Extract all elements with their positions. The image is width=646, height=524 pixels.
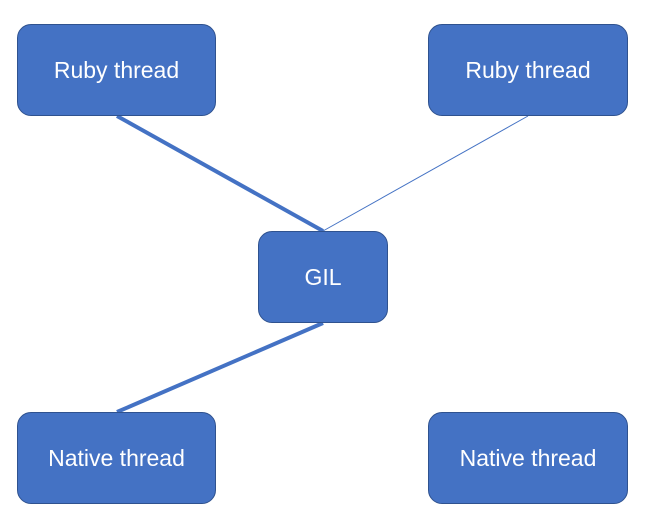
ruby-thread-label-left: Ruby thread bbox=[53, 56, 180, 83]
gil-label: GIL bbox=[304, 263, 342, 290]
native-thread-label-right: Native thread bbox=[459, 444, 597, 471]
ruby-thread-node-left: Ruby thread bbox=[17, 24, 216, 116]
native-thread-label-left: Native thread bbox=[48, 444, 185, 471]
native-thread-node-left: Native thread bbox=[17, 412, 216, 504]
connector-ruby-left-to-gil bbox=[116, 114, 324, 233]
native-thread-node-right: Native thread bbox=[428, 412, 628, 504]
connector-ruby-right-to-gil bbox=[322, 115, 529, 232]
connector-gil-to-native-left bbox=[116, 321, 324, 414]
ruby-thread-node-right: Ruby thread bbox=[428, 24, 628, 116]
gil-node: GIL bbox=[258, 231, 388, 323]
ruby-thread-label-right: Ruby thread bbox=[465, 56, 591, 83]
